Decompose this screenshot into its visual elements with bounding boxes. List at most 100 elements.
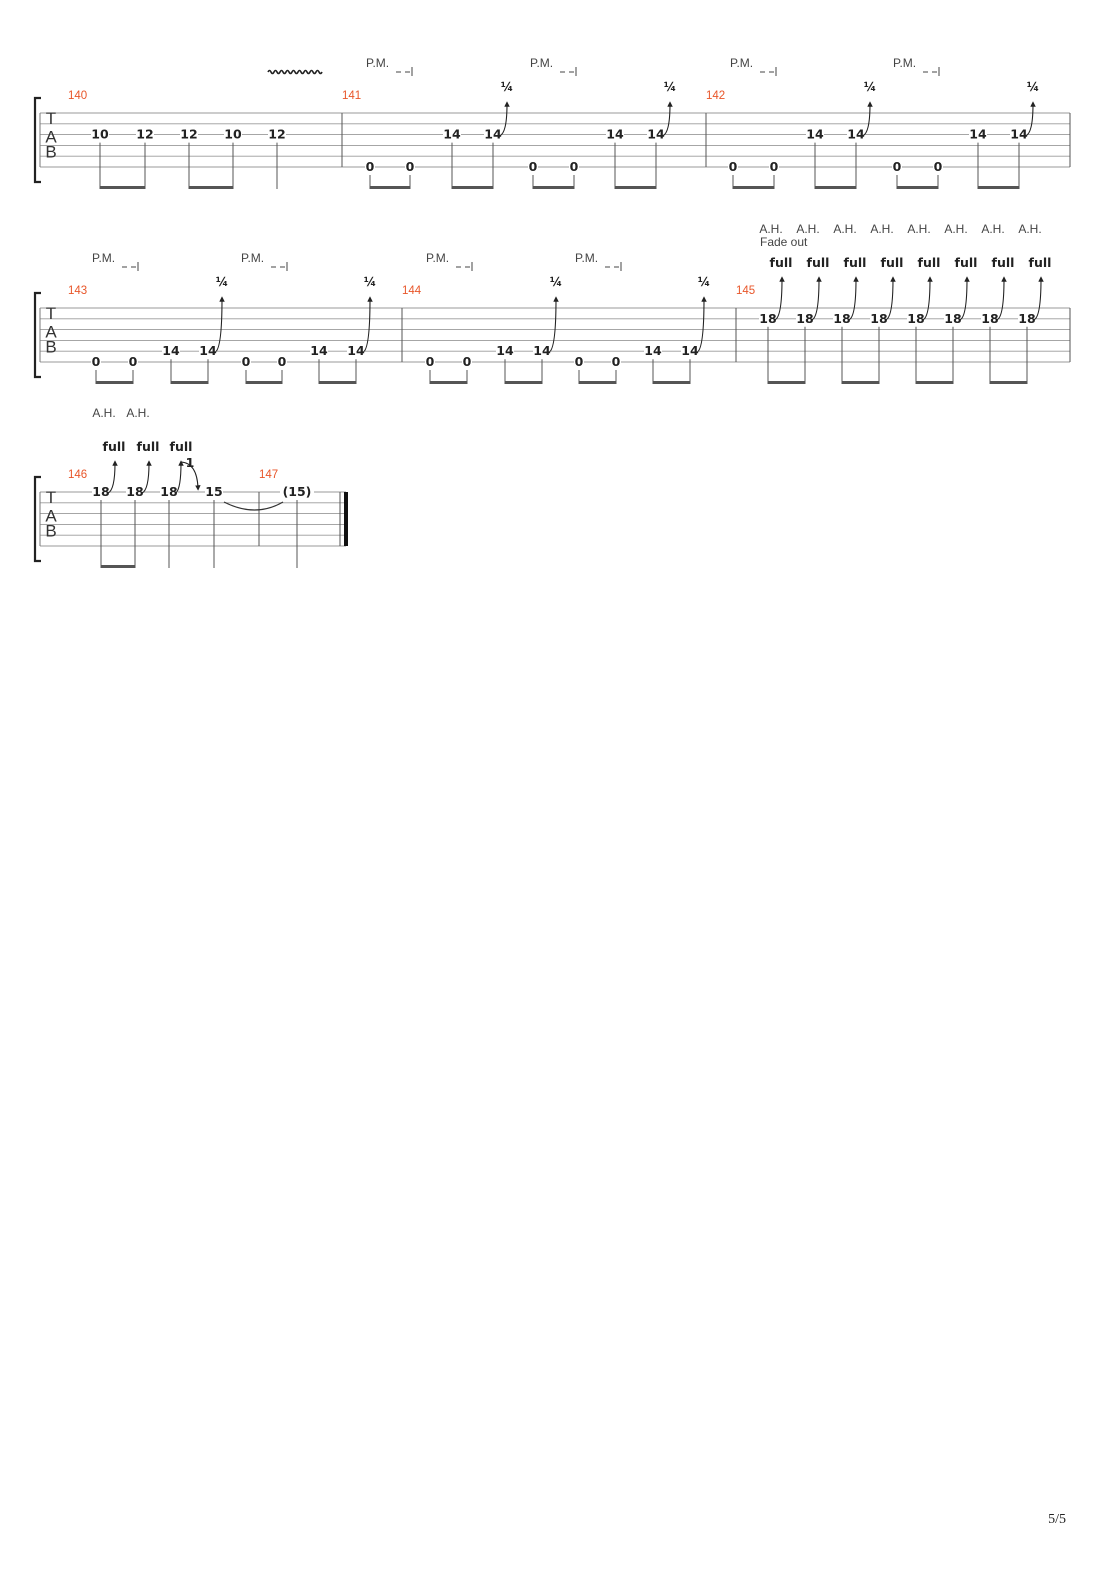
bend-arrow [214,296,225,353]
palm-mute-dash [396,67,413,76]
bend-amount-label: full [955,255,978,270]
page-number: 5/5 [1048,1512,1066,1527]
tab-clef-letter: A [45,323,57,342]
note-beam [452,186,493,189]
bend-arrow [499,101,510,137]
fret-mask [533,344,551,358]
fret-mask [180,127,198,141]
bend-amount-label: full [770,255,793,270]
tab-clef-letter: T [46,488,56,507]
fret-mask [268,127,286,141]
fret-mask [759,311,777,325]
release-arrow [180,461,201,491]
fret-number: 12 [136,127,153,142]
bend-amount-label: ¼ [501,80,513,94]
measure-number: 143 [68,285,87,297]
fret-number: 14 [310,343,328,358]
palm-mute-dash [760,67,777,76]
fret-mask [347,344,365,358]
fret-mask [606,127,624,141]
fret-mask [1018,311,1036,325]
palm-mute-label: P.M. [530,56,553,70]
fret-number: 0 [92,354,101,369]
fret-number: 0 [934,159,943,174]
fret-mask [280,485,314,498]
note-beam [653,381,690,384]
bend-amount-label: full [103,439,126,454]
note-beam [370,186,410,189]
note-beam [916,381,953,384]
fret-number: 12 [268,127,285,142]
measure-number: 147 [259,469,278,481]
fret-number: 0 [406,159,415,174]
palm-mute-dash [560,67,577,76]
note-beam [246,381,282,384]
bend-arrow [774,276,785,321]
fret-mask [443,127,461,141]
fret-number: 10 [224,127,242,142]
fret-number: 18 [870,311,887,326]
fret-mask [870,311,888,325]
fret-mask [205,485,223,498]
note-beam [990,381,1027,384]
fret-number: 0 [575,354,584,369]
harmonic-label: A.H. [981,222,1004,236]
tab-clef-letter: A [45,507,57,526]
palm-mute-dash [271,262,288,271]
tab-clef-letter: B [45,521,56,540]
bend-amount-label: ¼ [550,275,562,289]
system-bracket [33,291,41,379]
fret-mask [91,355,101,368]
fret-mask [796,311,814,325]
fret-number: 18 [92,484,109,499]
fret-number: 0 [278,354,287,369]
harmonic-label: A.H. [870,222,893,236]
note-beam [733,186,774,189]
tab-clef-letter: T [46,109,56,128]
fret-number: 10 [91,127,109,142]
fret-number: 0 [612,354,621,369]
fret-mask [462,355,472,368]
fret-number: 18 [126,484,143,499]
fret-mask [981,311,999,325]
fade-out-label: Fade out [760,235,808,249]
fret-mask [136,127,154,141]
release-amount-label: 1 [186,455,195,470]
system-bracket [33,96,41,184]
bend-arrow [1025,101,1036,137]
bend-amount-label: full [1029,255,1052,270]
palm-mute-dash [456,262,473,271]
fret-number: 0 [570,159,579,174]
bend-arrow [959,276,970,321]
fret-number: 14 [969,127,987,142]
fret-number: 14 [347,343,365,358]
fret-mask [907,311,925,325]
bend-arrow [696,296,707,353]
bend-arrow [996,276,1007,321]
fret-mask [425,355,435,368]
fret-mask [1010,127,1028,141]
fret-number: 14 [443,127,461,142]
fret-mask [224,127,242,141]
measure-number: 145 [736,285,755,297]
bend-amount-label: full [170,439,193,454]
fret-mask [199,344,217,358]
fret-mask [647,127,665,141]
harmonic-label: A.H. [796,222,819,236]
palm-mute-label: P.M. [575,251,598,265]
tab-clef-letter: B [45,337,56,356]
note-beam [897,186,938,189]
fret-mask [681,344,699,358]
fret-number: 0 [529,159,538,174]
bend-arrow [362,296,373,353]
palm-mute-label: P.M. [893,56,916,70]
measure-number: 141 [342,90,361,102]
fret-mask [644,344,662,358]
fret-number: 0 [893,159,902,174]
bend-amount-label: full [807,255,830,270]
fret-number: 14 [484,127,502,142]
fret-mask [969,127,987,141]
fret-mask [160,485,178,498]
tie-arc [223,501,284,511]
